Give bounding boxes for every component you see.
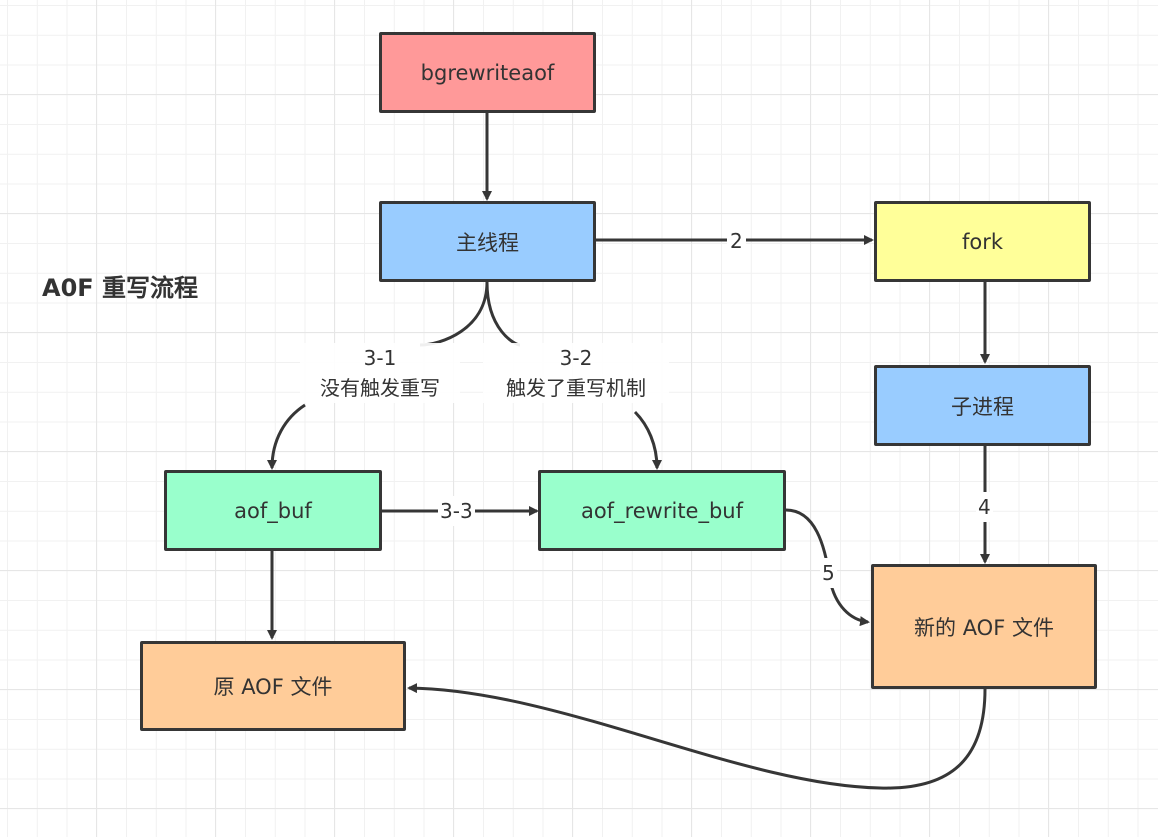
edge-label-4: 4 <box>976 492 993 522</box>
edge-label-3-1: 3-1 没有触发重写 <box>300 343 460 403</box>
edge-label-3-3: 3-3 <box>438 496 475 526</box>
edge-label-3-2-text: 触发了重写机制 <box>506 376 646 400</box>
edge-label-2: 2 <box>727 226 746 256</box>
edge-label-3-1-number: 3-1 <box>363 346 397 370</box>
edge-new-aof-to-old-aof <box>407 683 987 790</box>
node-old-aof-file[interactable]: 原 AOF 文件 <box>140 641 406 731</box>
edge-label-3-2: 3-2 触发了重写机制 <box>483 343 669 403</box>
node-fork-label: fork <box>961 229 1004 254</box>
node-main-thread-label: 主线程 <box>456 230 519 255</box>
node-fork[interactable]: fork <box>874 201 1091 282</box>
node-child-process[interactable]: 子进程 <box>874 365 1091 446</box>
node-aof-rewrite-buf[interactable]: aof_rewrite_buf <box>538 470 786 551</box>
edge-label-3-1-text: 没有触发重写 <box>320 376 440 400</box>
node-aof-buf[interactable]: aof_buf <box>164 470 382 551</box>
node-new-aof-file-label: 新的 AOF 文件 <box>914 615 1054 640</box>
edge-label-3-2-number: 3-2 <box>559 346 593 370</box>
node-child-process-label: 子进程 <box>951 394 1014 419</box>
diagram-title: A0F 重写流程 <box>42 274 199 302</box>
node-bgrewriteaof[interactable]: bgrewriteaof <box>379 32 596 113</box>
node-aof-buf-label: aof_buf <box>234 498 312 523</box>
edge-label-5: 5 <box>820 558 837 588</box>
node-new-aof-file[interactable]: 新的 AOF 文件 <box>871 564 1097 689</box>
node-old-aof-file-label: 原 AOF 文件 <box>213 675 333 699</box>
node-aof-rewrite-buf-label: aof_rewrite_buf <box>580 498 744 523</box>
node-bgrewriteaof-label: bgrewriteaof <box>420 60 555 85</box>
node-main-thread[interactable]: 主线程 <box>379 201 596 282</box>
